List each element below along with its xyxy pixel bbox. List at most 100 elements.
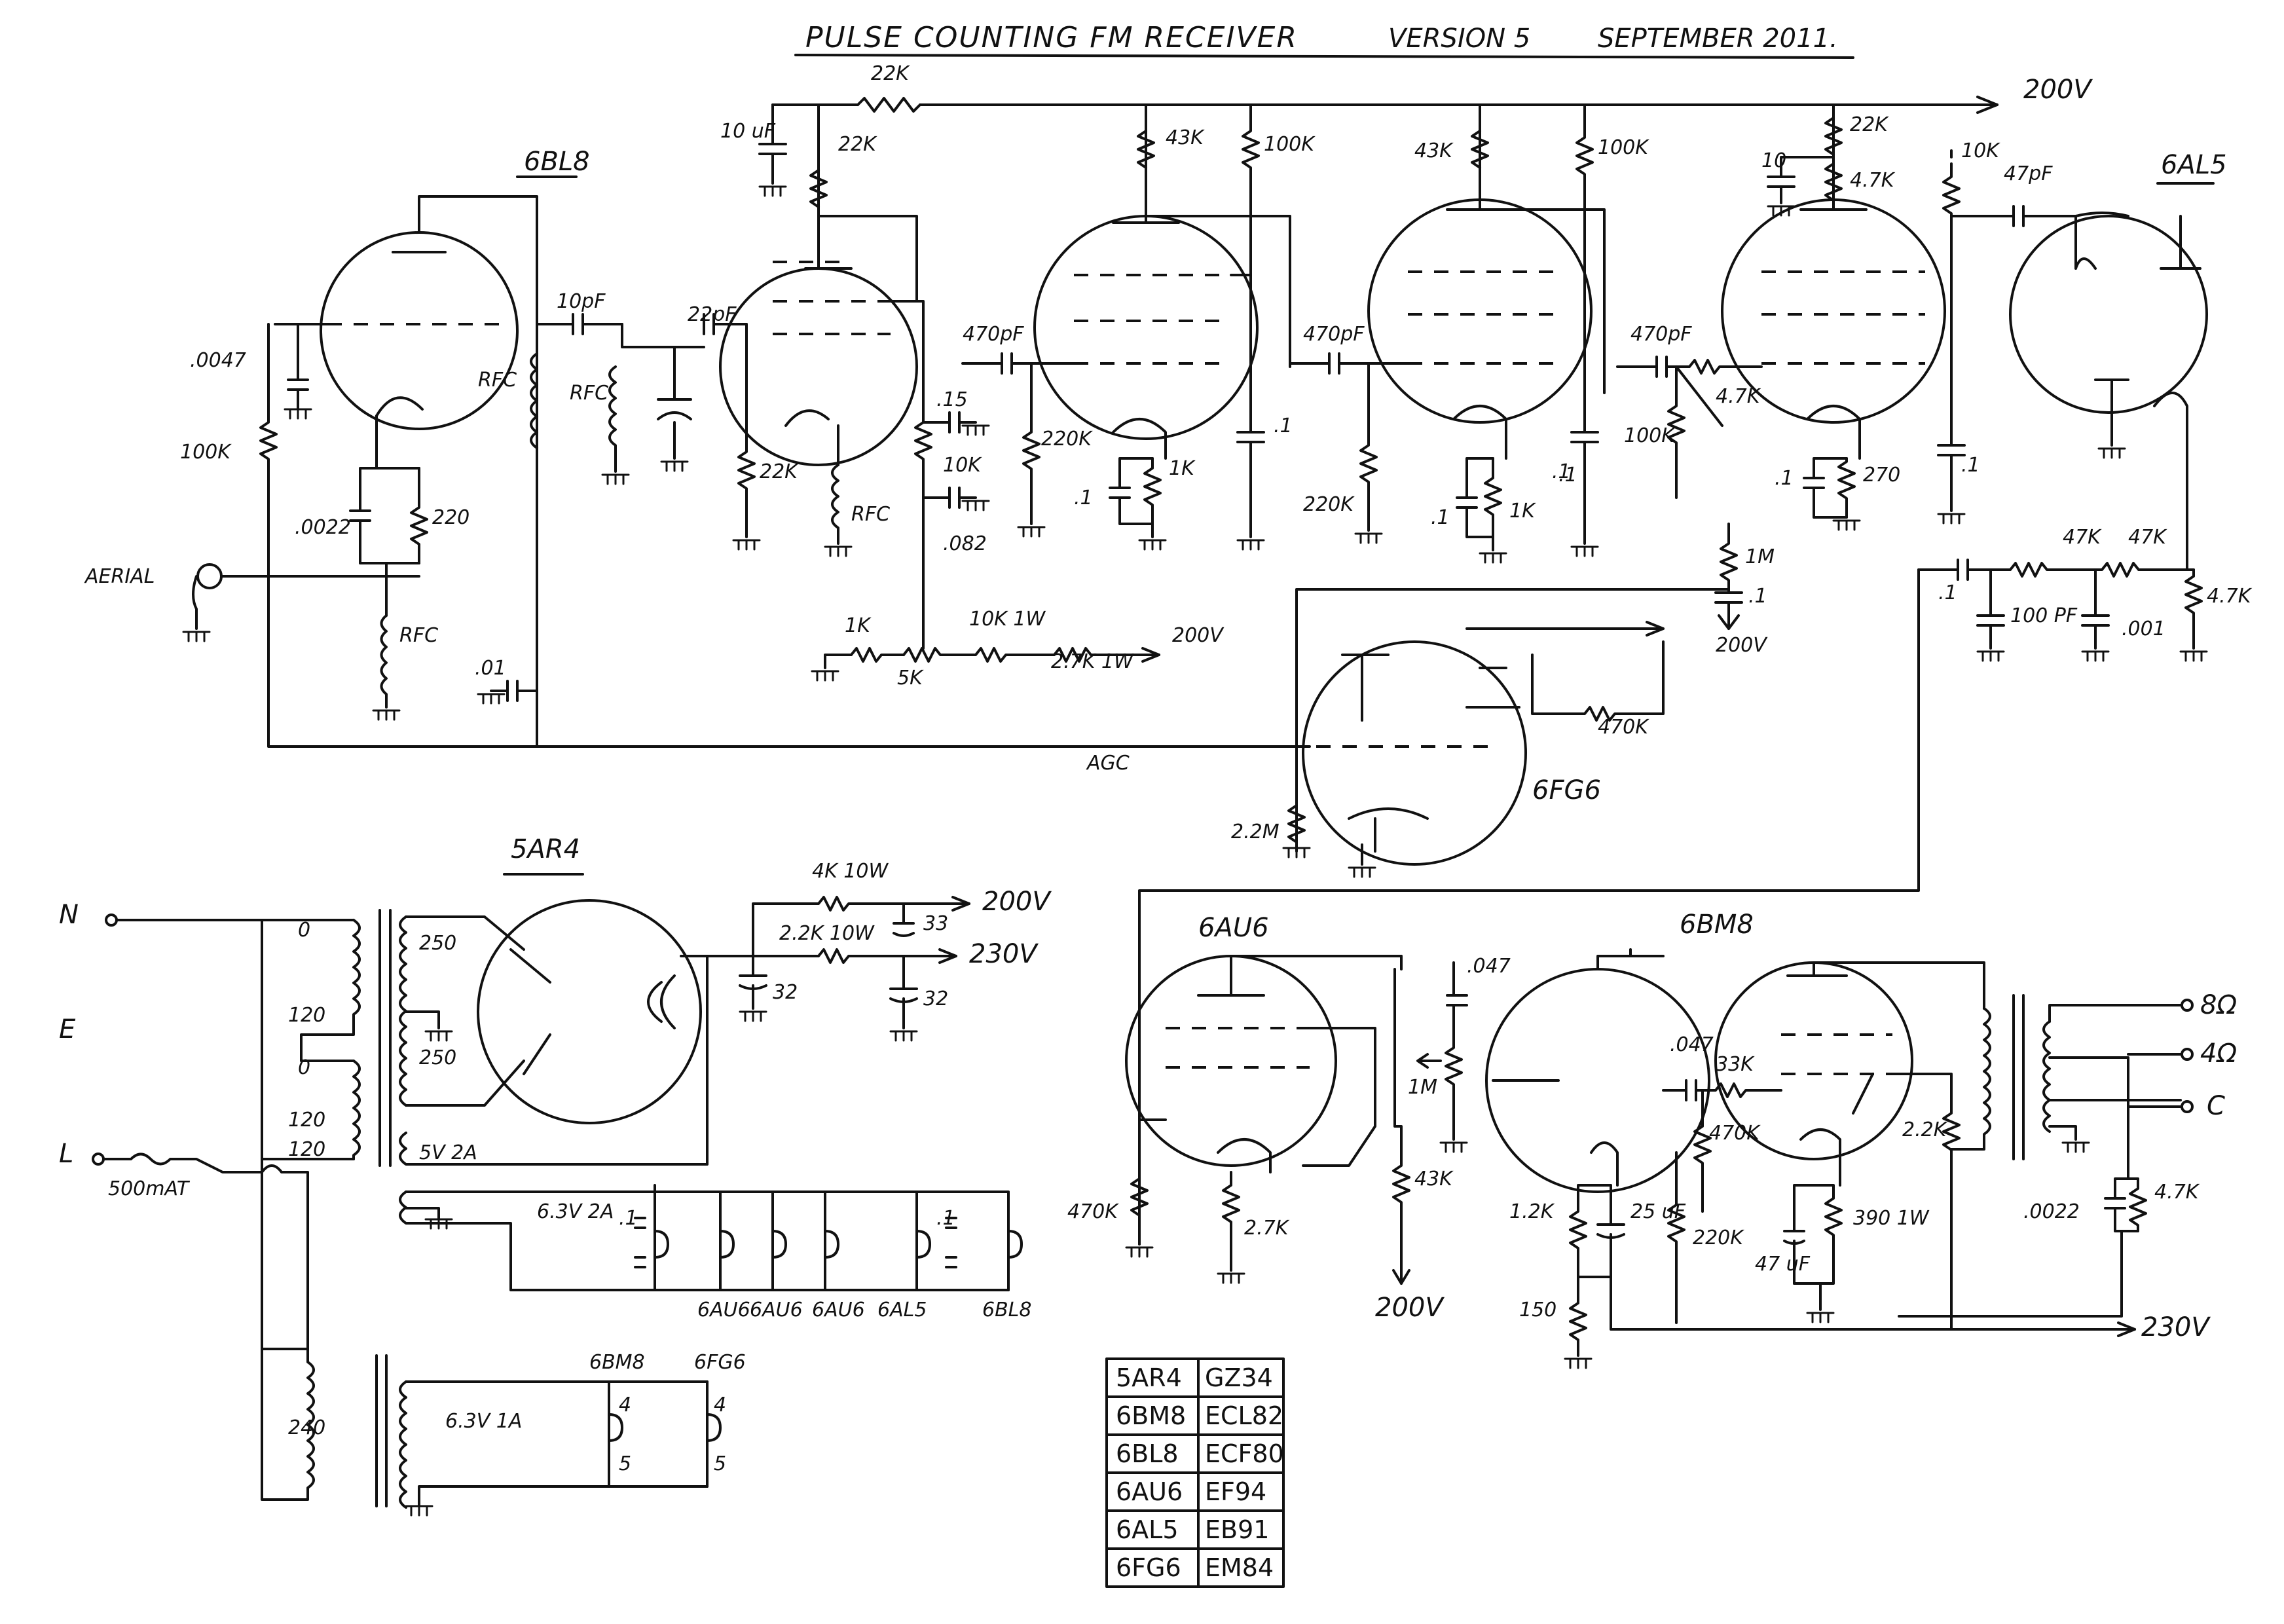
c15-label: .15 xyxy=(936,388,968,411)
c10uf-label: 10 uF xyxy=(720,120,776,143)
r22k-e-label: 2.2K xyxy=(1902,1118,1948,1141)
pot-1m-label: 1M xyxy=(1408,1076,1437,1099)
table-cell-eu: EB91 xyxy=(1205,1515,1269,1544)
v5-label: 6AL5 xyxy=(2161,150,2227,180)
rf-coupling-network: 10pF 22pF RFC xyxy=(536,290,748,485)
c1j-label: .1 xyxy=(619,1207,638,1230)
v6-label: 6FG6 xyxy=(1532,775,1601,805)
r220k-b-label: 220K xyxy=(1303,493,1355,516)
h-6au6c-label: 6AU6 xyxy=(812,1299,865,1321)
v200c-label: 200V xyxy=(982,887,1052,917)
r47k-c-label: 47K xyxy=(2063,526,2102,549)
r390-label: 390 1W xyxy=(1853,1207,1930,1230)
r470k-c-label: 470K xyxy=(1709,1122,1761,1145)
r100k-c-label: 100K xyxy=(1598,136,1649,159)
c470pf-b-label: 470pF xyxy=(1303,323,1365,346)
table-cell-us: 6FG6 xyxy=(1116,1553,1181,1582)
tap-120b-label: 120 xyxy=(288,1109,325,1132)
h-6fg6-label: 6FG6 xyxy=(694,1351,746,1374)
c01-label: .01 xyxy=(475,657,506,680)
rfc-c-label: RFC xyxy=(570,382,608,405)
mains-e-label: E xyxy=(59,1014,76,1044)
sec-250b-label: 250 xyxy=(419,1046,456,1069)
c047a-label: .047 xyxy=(1467,955,1511,978)
c1g-label: .1 xyxy=(1961,454,1980,477)
mains-n-label: N xyxy=(59,900,79,930)
v8-label: 6AU6 xyxy=(1198,913,1269,943)
r27k-b-label: 2.7K xyxy=(1244,1217,1290,1240)
h-6au6b-label: 6AU6 xyxy=(750,1299,803,1321)
c100pf-label: 100 PF xyxy=(2010,604,2078,627)
r22k-top-label: 22K xyxy=(871,62,910,85)
v9-label: 6BM8 xyxy=(1680,910,1754,940)
table-cell-us: 6BL8 xyxy=(1116,1439,1179,1468)
sec-63v1a-label: 6.3V 1A xyxy=(445,1410,522,1433)
c10-label: 10 xyxy=(1761,149,1786,172)
v230b-label: 230V xyxy=(2141,1312,2211,1342)
c33-label: 33 xyxy=(923,912,948,935)
r22k-b-label: 22K xyxy=(838,133,877,156)
c22pf-label: 22pF xyxy=(688,303,737,326)
c470pf-c-label: 470pF xyxy=(1630,323,1692,346)
title-main: PULSE COUNTING FM RECEIVER xyxy=(805,21,1298,54)
sec-5v-label: 5V 2A xyxy=(419,1141,477,1164)
c0047-label: .0047 xyxy=(190,349,246,372)
r47k-a-label: 4.7K xyxy=(1850,169,1896,192)
title-block: PULSE COUNTING FM RECEIVER VERSION 5 SEP… xyxy=(794,21,1854,59)
c32a-label: 32 xyxy=(773,981,798,1004)
r47k-e-label: 4.7K xyxy=(2207,585,2253,608)
table-cell-us: 5AR4 xyxy=(1116,1363,1182,1392)
title-date: SEPTEMBER 2011. xyxy=(1598,24,1838,54)
r270-label: 270 xyxy=(1863,464,1900,487)
rfc-d-label: RFC xyxy=(851,503,890,526)
r47k-d-label: 47K xyxy=(2128,526,2167,549)
r1m-a-label: 1M xyxy=(1745,545,1775,568)
c1e-label: .1 xyxy=(1558,464,1577,487)
c001-label: .001 xyxy=(2122,618,2165,640)
v1-label: 6BL8 xyxy=(524,147,590,177)
c0022b-label: .0022 xyxy=(2023,1200,2080,1223)
c1h-label: .1 xyxy=(1748,585,1767,608)
c1d-label: .1 xyxy=(1431,506,1450,529)
r33k-label: 33K xyxy=(1716,1053,1755,1076)
valve-6au6-3: 43K 100K .1 470pF 220K 1K .1 .1 xyxy=(1289,103,1649,564)
power-supply: N E L 500mAT 0 120 0 120 120 250 250 5V … xyxy=(59,834,1052,1517)
agc-label: AGC xyxy=(1086,752,1130,775)
h-6au6a-label: 6AU6 xyxy=(697,1299,750,1321)
table-cell-eu: ECF80 xyxy=(1205,1439,1284,1468)
r150-label: 150 xyxy=(1519,1299,1556,1321)
r22k-c-label: 22K xyxy=(760,460,799,483)
tap-120a-label: 120 xyxy=(288,1004,325,1027)
r1k-b-label: 1K xyxy=(1509,500,1536,523)
c1i-label: .1 xyxy=(1938,581,1957,604)
valve-6au6-4: 22K 4.7K 10 10K 47pF .1 470pF 4.7K 100K … xyxy=(1295,103,2077,853)
tap-0b-label: 0 xyxy=(298,1056,310,1079)
fuse-label: 500mAT xyxy=(108,1177,191,1200)
table-cell-us: 6AL5 xyxy=(1116,1515,1179,1544)
r1k-a-label: 1K xyxy=(1169,457,1196,480)
c082-label: .082 xyxy=(943,532,987,555)
pin5b-label: 5 xyxy=(714,1452,726,1475)
bias-pot-network: 1K 5K 10K 1W 2.7K 1W 200V xyxy=(811,608,1225,690)
pin5a-label: 5 xyxy=(619,1452,631,1475)
tap-120c-label: 120 xyxy=(288,1138,325,1161)
r100k-b-label: 100K xyxy=(1264,133,1316,156)
r220-label: 220 xyxy=(432,506,470,529)
r10k-label: 10K xyxy=(943,454,982,477)
valve-6au6-2: 43K 100K .1 470pF 220K 1K .1 xyxy=(961,103,1316,551)
tx2-240-label: 240 xyxy=(288,1416,325,1439)
mains-l-label: L xyxy=(59,1139,73,1169)
pot-5k-label: 5K xyxy=(897,667,924,690)
valve-6bm8: 6BM8 .047 33K 470K 220K 1.2K 25 uF 150 3… xyxy=(1485,910,2237,1369)
r12k-label: 1.2K xyxy=(1509,1200,1555,1223)
r1k-pot-label: 1K xyxy=(845,614,872,637)
rfc-a-label: RFC xyxy=(478,369,517,392)
table-cell-eu: EF94 xyxy=(1205,1477,1266,1506)
title-version: VERSION 5 xyxy=(1388,24,1530,54)
r47k-b-label: 4.7K xyxy=(1716,385,1761,408)
r43k-c-label: 43K xyxy=(1414,1168,1454,1190)
r22m-label: 2.2M xyxy=(1231,821,1280,843)
r470k-a-label: 470K xyxy=(1598,716,1649,739)
de-emphasis-network: .1 47K 100 PF 47K .001 4.7K xyxy=(1138,526,2253,1246)
